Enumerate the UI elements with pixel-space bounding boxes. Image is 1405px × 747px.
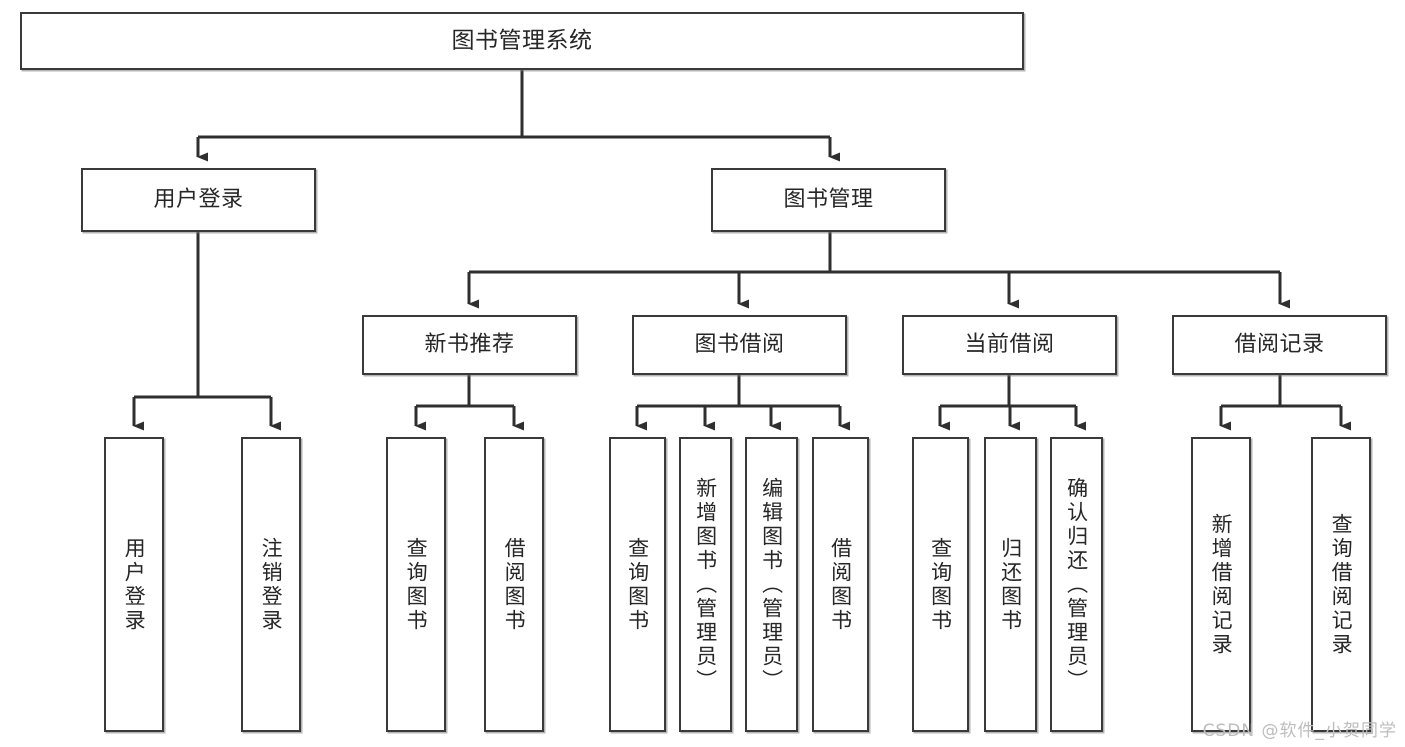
node-label: 查询图书 <box>625 536 650 633</box>
leaf-node[interactable]: 新增图书（管理员） <box>679 437 732 732</box>
node-borrow-record[interactable]: 借阅记录 <box>1172 315 1387 375</box>
node-label: 查询图书 <box>928 536 953 633</box>
leaf-node[interactable]: 注销登录 <box>241 437 301 732</box>
node-label: 归还图书 <box>998 536 1023 633</box>
node-book-management[interactable]: 图书管理 <box>711 168 946 232</box>
node-label: 查询图书 <box>404 536 429 633</box>
leaf-node[interactable]: 编辑图书（管理员） <box>745 437 798 732</box>
node-label: 新增借阅记录 <box>1209 512 1234 657</box>
leaf-node[interactable]: 借阅图书 <box>484 437 544 732</box>
leaf-node[interactable]: 查询借阅记录 <box>1311 437 1371 732</box>
node-book-borrow[interactable]: 图书借阅 <box>632 315 847 375</box>
node-label: 用户登录 <box>122 536 147 633</box>
node-label: 图书借阅 <box>694 332 785 358</box>
leaf-node[interactable]: 查询图书 <box>609 437 666 732</box>
node-label: 借阅图书 <box>502 536 527 633</box>
leaf-node[interactable]: 查询图书 <box>912 437 969 732</box>
csdn-watermark: CSDN @软件_小贺同学 <box>1202 721 1397 741</box>
node-label: 图书管理 <box>783 187 874 213</box>
leaf-node[interactable]: 新增借阅记录 <box>1191 437 1251 732</box>
leaf-node[interactable]: 借阅图书 <box>812 437 869 732</box>
node-label: 图书管理系统 <box>451 27 593 54</box>
leaf-node[interactable]: 用户登录 <box>104 437 164 732</box>
node-label: 确认归还（管理员） <box>1064 476 1089 693</box>
node-label: 当前借阅 <box>964 332 1055 358</box>
node-label: 查询借阅记录 <box>1329 512 1354 657</box>
node-label: 新增图书（管理员） <box>693 476 718 693</box>
leaf-node[interactable]: 确认归还（管理员） <box>1050 437 1103 732</box>
leaf-node[interactable]: 查询图书 <box>386 437 446 732</box>
node-label: 借阅记录 <box>1234 332 1325 358</box>
node-label: 借阅图书 <box>828 536 853 633</box>
node-user-login[interactable]: 用户登录 <box>81 168 316 232</box>
node-new-book-recommend[interactable]: 新书推荐 <box>362 315 577 375</box>
node-current-borrow[interactable]: 当前借阅 <box>902 315 1117 375</box>
node-label: 用户登录 <box>153 187 244 213</box>
node-label: 编辑图书（管理员） <box>759 476 784 693</box>
leaf-node[interactable]: 归还图书 <box>984 437 1037 732</box>
node-label: 注销登录 <box>259 536 284 633</box>
node-root[interactable]: 图书管理系统 <box>20 12 1024 70</box>
node-label: 新书推荐 <box>424 332 515 358</box>
